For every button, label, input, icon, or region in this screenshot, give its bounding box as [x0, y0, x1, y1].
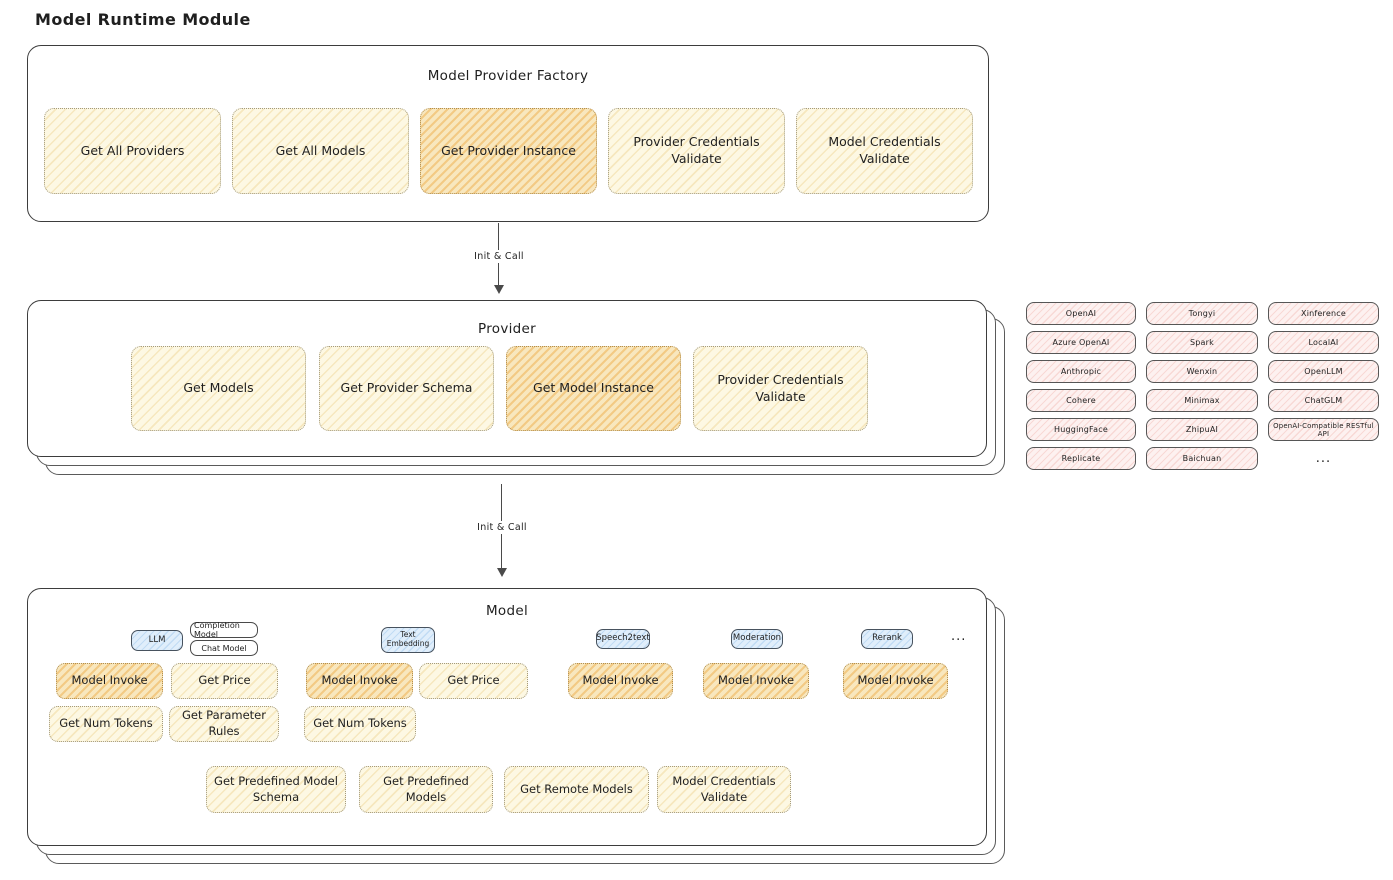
node-model-credentials-validate: Model Credentials Validate: [796, 108, 973, 194]
provider-chip: Minimax: [1146, 389, 1258, 412]
provider-chip: ChatGLM: [1268, 389, 1379, 412]
node-model-credentials-validate-2: Model Credentials Validate: [657, 766, 791, 813]
provider-chip: Cohere: [1026, 389, 1136, 412]
node-get-all-models: Get All Models: [232, 108, 409, 194]
factory-container: Model Provider Factory Get All Providers…: [27, 45, 989, 222]
type-tag-moderation: Moderation: [731, 629, 783, 649]
arrow-head-1: [494, 285, 504, 294]
provider-chip: OpenLLM: [1268, 360, 1379, 383]
type-tag-rerank: Rerank: [861, 629, 913, 649]
provider-container: Provider Get Models Get Provider Schema …: [27, 300, 987, 457]
arrow-head-2: [497, 568, 507, 577]
provider-chip: Xinference: [1268, 302, 1379, 325]
type-tag-llm: LLM: [131, 630, 183, 651]
node-get-provider-instance: Get Provider Instance: [420, 108, 597, 194]
provider-chip: Baichuan: [1146, 447, 1258, 470]
node-get-model-instance: Get Model Instance: [506, 346, 681, 431]
node-moderation-model-invoke: Model Invoke: [703, 663, 809, 699]
node-get-provider-schema: Get Provider Schema: [319, 346, 494, 431]
provider-chip: OpenAI-Compatible RESTful API: [1268, 418, 1379, 441]
node-llm-get-num-tokens: Get Num Tokens: [49, 706, 163, 742]
provider-chip: LocalAI: [1268, 331, 1379, 354]
diagram-title: Model Runtime Module: [35, 10, 251, 29]
type-tag-speech2text: Speech2text: [596, 629, 650, 649]
node-provider-credentials-validate: Provider Credentials Validate: [608, 108, 785, 194]
node-llm-get-parameter-rules: Get Parameter Rules: [169, 706, 279, 742]
node-provider-credentials-validate-2: Provider Credentials Validate: [693, 346, 868, 431]
node-get-all-providers: Get All Providers: [44, 108, 221, 194]
provider-list-ellipsis: ...: [1315, 451, 1332, 466]
node-get-predefined-models: Get Predefined Models: [359, 766, 493, 813]
provider-chip: Wenxin: [1146, 360, 1258, 383]
provider-chip: Spark: [1146, 331, 1258, 354]
node-get-models: Get Models: [131, 346, 306, 431]
node-llm-model-invoke: Model Invoke: [56, 663, 163, 699]
provider-chip: ZhipuAI: [1146, 418, 1258, 441]
provider-chip: Anthropic: [1026, 360, 1136, 383]
node-get-remote-models: Get Remote Models: [504, 766, 649, 813]
provider-chip: Azure OpenAI: [1026, 331, 1136, 354]
node-speech2text-model-invoke: Model Invoke: [568, 663, 673, 699]
type-tag-completion-model: Completion Model: [190, 621, 258, 639]
provider-chip: Tongyi: [1146, 302, 1258, 325]
type-tags-ellipsis: ...: [951, 629, 967, 644]
node-embedding-get-price: Get Price: [419, 663, 528, 699]
model-container: Model LLM Completion Model Chat Model Te…: [27, 588, 987, 846]
node-llm-get-price: Get Price: [171, 663, 278, 699]
node-rerank-model-invoke: Model Invoke: [843, 663, 948, 699]
node-embedding-model-invoke: Model Invoke: [306, 663, 413, 699]
arrow-label-init-call-1: Init & Call: [470, 250, 528, 263]
model-title: Model: [485, 603, 529, 619]
provider-list: OpenAI Tongyi Xinference Azure OpenAI Sp…: [1026, 302, 1379, 470]
node-embedding-get-num-tokens: Get Num Tokens: [304, 706, 416, 742]
type-tag-text-embedding: Text Embedding: [381, 627, 435, 653]
type-tag-chat-model: Chat Model: [190, 640, 258, 656]
provider-title: Provider: [478, 321, 536, 337]
node-get-predefined-model-schema: Get Predefined Model Schema: [206, 766, 346, 813]
provider-chip: Replicate: [1026, 447, 1136, 470]
provider-chip: HuggingFace: [1026, 418, 1136, 441]
arrow-label-init-call-2: Init & Call: [473, 521, 531, 534]
provider-chip: OpenAI: [1026, 302, 1136, 325]
factory-title: Model Provider Factory: [427, 68, 589, 84]
